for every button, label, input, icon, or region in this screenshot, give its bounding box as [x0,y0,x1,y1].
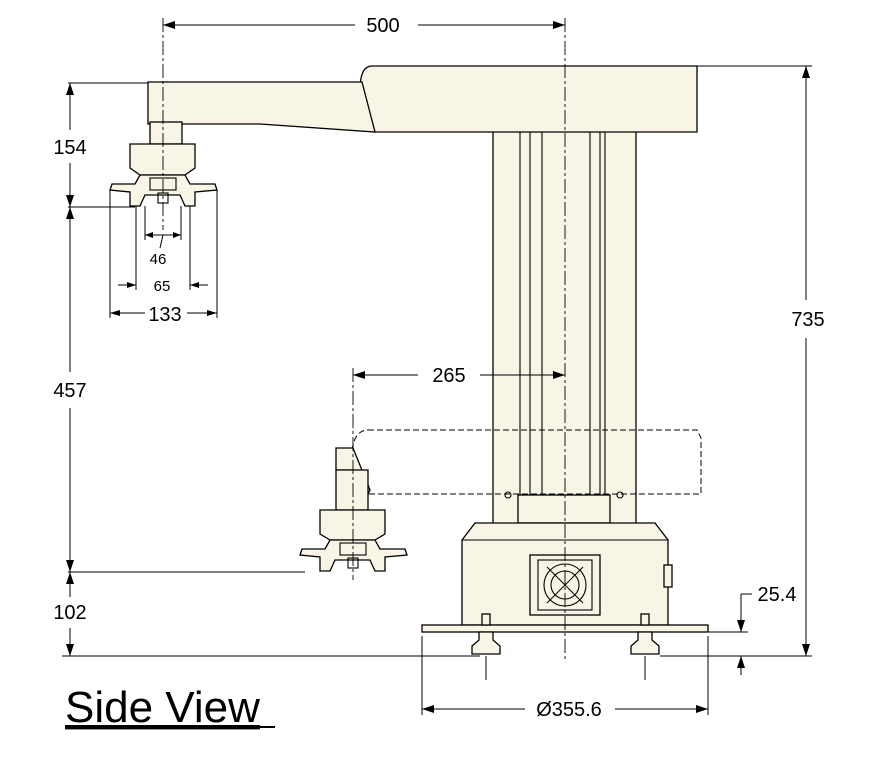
dim-reach-max: 500 [366,15,399,37]
dimension-lines [62,21,812,715]
dim-width-46: 46 [150,251,167,268]
upper-arm-head [359,65,698,133]
center-lines [162,18,566,662]
machine-body [109,65,709,655]
dim-total-height: 735 [791,309,824,331]
dim-travel: 457 [53,380,86,402]
dim-width-65: 65 [154,278,171,295]
upper-arm [147,81,376,133]
dim-base-diameter: Ø355.6 [536,699,602,721]
leveling-feet [471,613,660,655]
lower-position-outline [299,429,702,572]
dim-width-133: 133 [148,304,181,326]
dim-height-upper: 154 [53,137,86,159]
column [492,67,637,529]
gripper [129,143,196,176]
dim-reach-min: 265 [432,365,465,387]
dim-height-lower: 102 [53,602,86,624]
carriage [517,494,611,524]
dim-plate-thickness: 25.4 [758,584,797,606]
wrist [149,121,183,145]
view-title: Side View [65,683,260,732]
